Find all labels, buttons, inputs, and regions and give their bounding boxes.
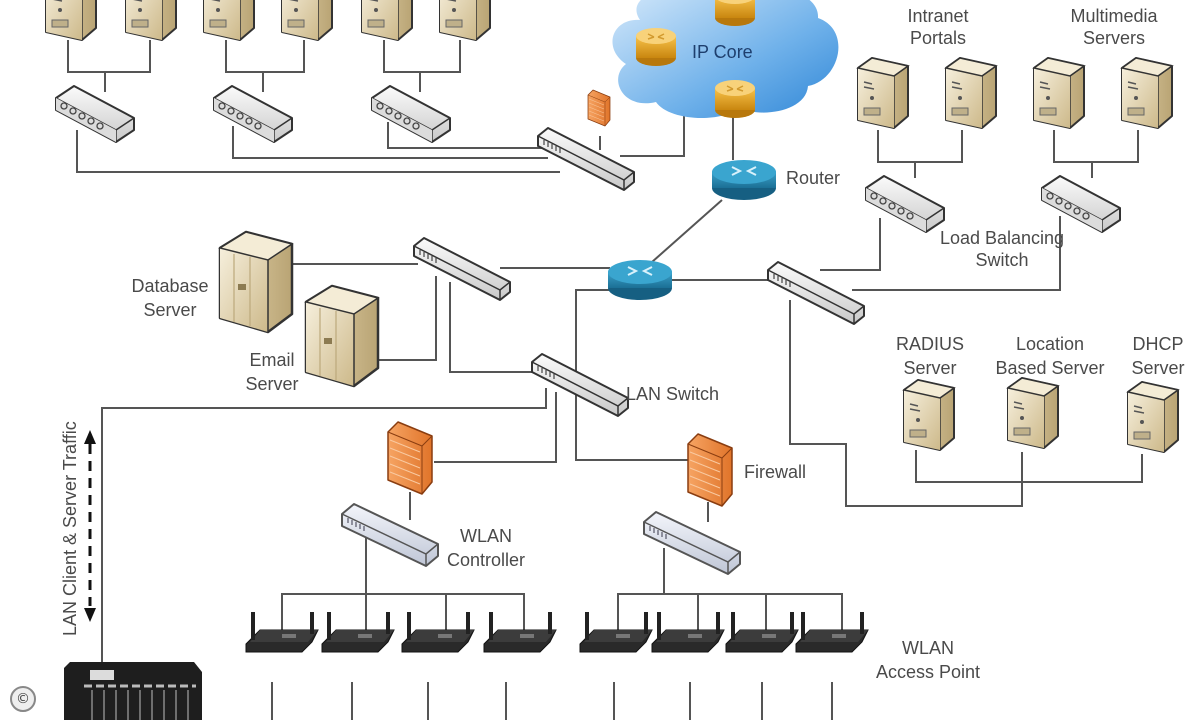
router-icon (711, 159, 777, 201)
wire (651, 199, 723, 263)
access-switch-icon (371, 85, 451, 143)
wire (617, 548, 843, 642)
dhcp-server-icon (1127, 381, 1179, 453)
wireless-access-point-icon (321, 611, 395, 653)
server-icon (203, 0, 255, 41)
server-icon (361, 0, 413, 41)
server-icon (281, 0, 333, 41)
firewall-label: Firewall (744, 462, 806, 482)
arrow-down-icon (84, 608, 96, 622)
wireless-access-point-icon (795, 611, 869, 653)
wire (789, 300, 1023, 507)
wire (434, 392, 557, 463)
wireless-access-point-icon (579, 611, 653, 653)
wire (1053, 130, 1139, 178)
access-switch-icon (213, 85, 293, 143)
wire (67, 40, 151, 92)
wire (620, 112, 685, 157)
core-router-icon (635, 27, 677, 67)
ip-core-cloud: IP Core (612, 0, 839, 119)
wire (232, 126, 548, 159)
server-icon (125, 0, 177, 41)
copyright-icon: © (10, 686, 36, 712)
database-server-icon (218, 230, 294, 334)
wire (281, 538, 525, 642)
router-label: Router (786, 168, 840, 188)
wireless-access-point-icon (725, 611, 799, 653)
access-switch-icon (55, 85, 135, 143)
core-router-icon (714, 79, 756, 119)
wire (820, 218, 881, 271)
wireless-access-point-icon (651, 611, 725, 653)
multimedia-server-icon (1033, 57, 1085, 129)
ip-core-label: IP Core (692, 42, 753, 62)
email-server-icon (304, 284, 380, 388)
wire (852, 216, 1061, 291)
radius-server-icon (903, 379, 955, 451)
aggregation-switch-icon (537, 127, 635, 191)
firewall-icon (587, 89, 611, 127)
server-icon (439, 0, 491, 41)
wire (387, 122, 542, 149)
core-router-icon (714, 0, 756, 27)
traffic-label: LAN Client & Server Traffic (60, 421, 80, 636)
wlan-controller-icon (341, 503, 439, 567)
intranet-server-icon (945, 57, 997, 129)
intranet-server-icon (857, 57, 909, 129)
server-icon (45, 0, 97, 41)
wire (449, 282, 532, 373)
wlan-controller-icon (643, 511, 741, 575)
wire (76, 130, 560, 173)
wireless-access-point-icon (401, 611, 475, 653)
firewall-icon (687, 433, 733, 507)
wire (225, 40, 305, 92)
wire (271, 682, 833, 720)
wireless-access-point-icon (483, 611, 557, 653)
wire (575, 289, 690, 461)
wire (378, 276, 437, 361)
location-server-icon (1007, 377, 1059, 449)
top-servers (45, 0, 491, 41)
arrow-up-icon (84, 430, 96, 444)
lan-switch-label: LAN Switch (626, 384, 719, 404)
server-switch-icon (413, 237, 511, 301)
wlan-firewall-icon (387, 421, 433, 495)
multimedia-server-icon (1121, 57, 1173, 129)
load-balancing-switch-icon (865, 175, 945, 233)
wire (101, 388, 547, 668)
access-points (245, 611, 869, 653)
connections (67, 40, 1143, 720)
wire (877, 130, 963, 178)
load-balancing-switch-icon (1041, 175, 1121, 233)
router-icon (607, 259, 673, 301)
services-switch-icon (767, 261, 865, 325)
wire (915, 450, 1143, 483)
traffic-arrow: LAN Client & Server Traffic (60, 421, 96, 636)
wire (383, 40, 461, 92)
chassis-switch-icon (64, 662, 202, 720)
